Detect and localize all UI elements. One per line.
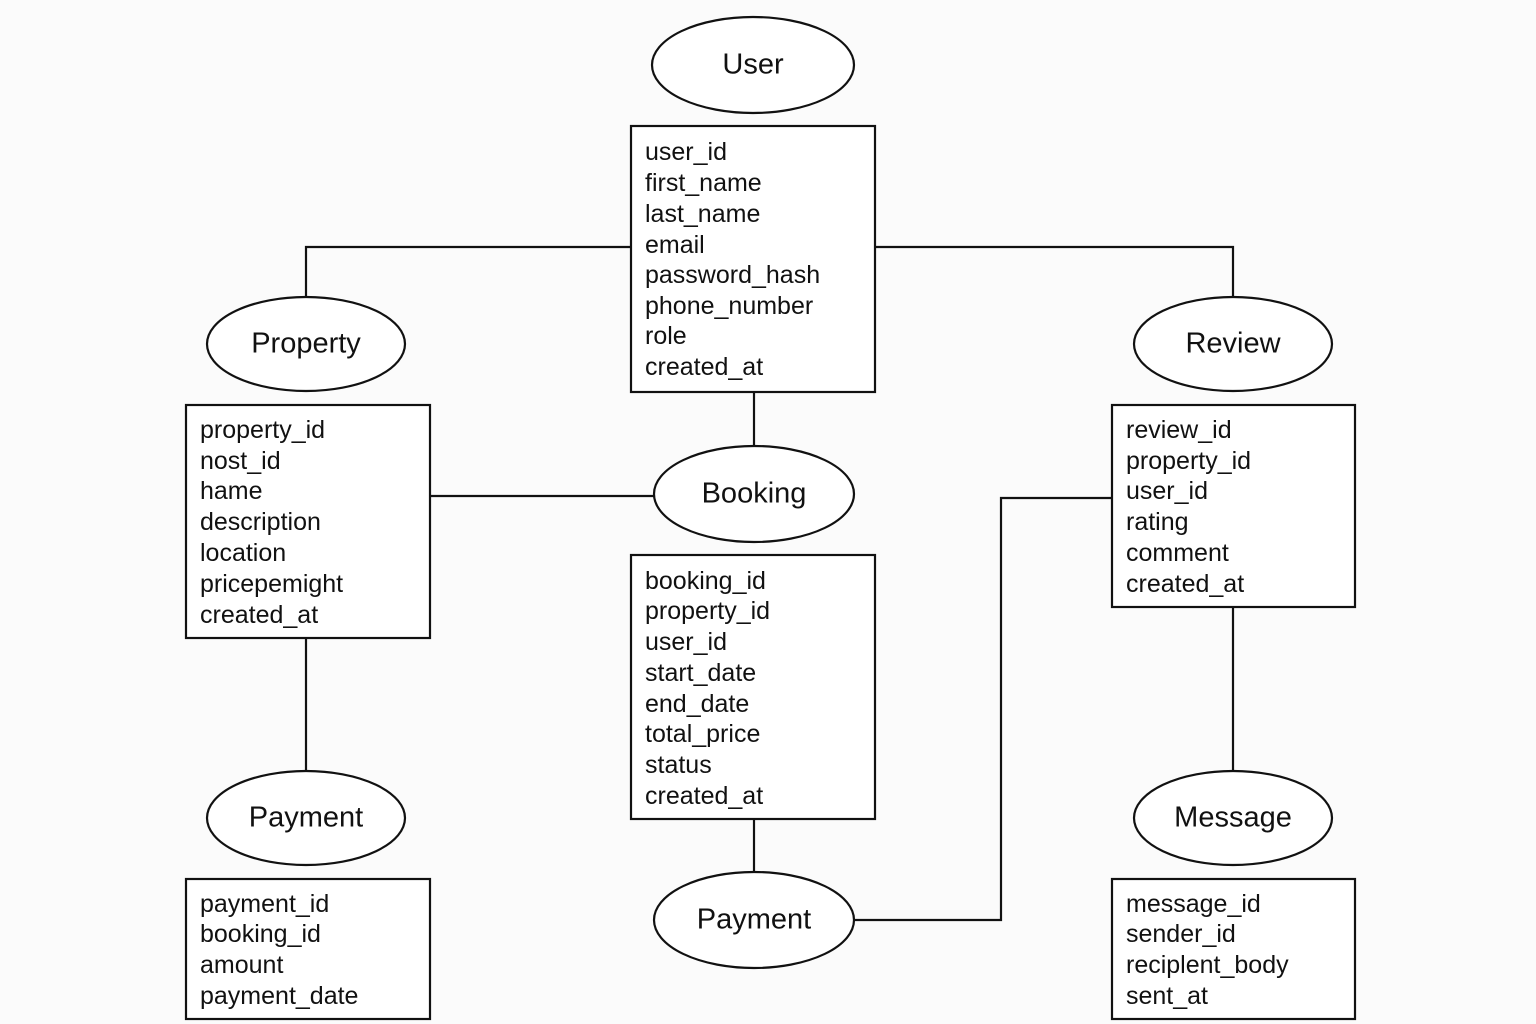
attribute: sender_id (1126, 920, 1236, 948)
attribute-list: property_id nost_id hame description loc… (200, 416, 343, 629)
entity-ellipse (1132, 295, 1334, 393)
entity-title: Review (1185, 328, 1281, 360)
entity-payment-center: Payment (652, 870, 856, 970)
attribute-list: message_id sender_id reciplent_body sent… (1126, 890, 1289, 1010)
attribute: hame (200, 477, 263, 505)
attribute: last_name (645, 200, 760, 228)
attribute: pricepemight (200, 570, 343, 598)
attribute: status (645, 751, 712, 779)
entity-title: Payment (249, 802, 363, 834)
attribute: reciplent_body (1126, 951, 1289, 979)
entity-title: Payment (697, 904, 811, 936)
entity-payment-left: Payment payment_id booking_id amount pay… (184, 769, 432, 1021)
attribute: created_at (645, 353, 763, 381)
attribute: start_date (645, 659, 756, 687)
attribute: role (645, 322, 687, 350)
attribute: property_id (645, 597, 770, 625)
attribute: amount (200, 951, 283, 979)
entity-property: Property property_id nost_id hame descri… (184, 295, 432, 640)
attribute: description (200, 508, 321, 536)
attribute: location (200, 539, 286, 567)
attribute-box (1110, 877, 1357, 1021)
attribute: created_at (1126, 570, 1244, 598)
attribute: user_id (645, 138, 727, 166)
entity-title: Booking (702, 478, 807, 510)
entity-ellipse (652, 870, 856, 970)
attribute: end_date (645, 690, 749, 718)
attribute: nost_id (200, 447, 281, 475)
attribute: payment_id (200, 890, 329, 918)
attribute-list: payment_id booking_id amount payment_dat… (200, 890, 358, 1010)
attribute: comment (1126, 539, 1229, 567)
attribute-box (629, 553, 877, 821)
entity-title: User (722, 49, 784, 81)
attribute: payment_date (200, 982, 358, 1010)
attribute: user_id (645, 628, 727, 656)
attribute: email (645, 231, 705, 259)
attribute: sent_at (1126, 982, 1208, 1010)
attribute: first_name (645, 169, 762, 197)
attribute: review_id (1126, 416, 1232, 444)
attribute-box (1110, 403, 1357, 609)
attribute: property_id (200, 416, 325, 444)
entity-ellipse (1132, 769, 1334, 867)
attribute: message_id (1126, 890, 1261, 918)
entity-title: Message (1174, 802, 1292, 834)
entity-booking: Booking booking_id property_id user_id s… (629, 444, 877, 821)
entity-ellipse (205, 295, 407, 393)
attribute-box (184, 877, 432, 1021)
attribute-list: booking_id property_id user_id start_dat… (645, 567, 770, 810)
attribute: booking_id (200, 920, 321, 948)
attribute: created_at (200, 601, 318, 629)
attribute: booking_id (645, 567, 766, 595)
connectors (304, 245, 1235, 922)
connector-user-property (304, 245, 631, 297)
entity-ellipse (650, 15, 856, 115)
attribute: property_id (1126, 447, 1251, 475)
entity-ellipse (205, 769, 407, 867)
attribute: rating (1126, 508, 1189, 536)
attribute: total_price (645, 720, 760, 748)
entity-user: User user_id first_name last_name email … (629, 15, 877, 394)
connector-user-review (875, 245, 1235, 297)
connector-payment-review (853, 496, 1112, 922)
attribute-list: user_id first_name last_name email passw… (645, 138, 820, 381)
entity-ellipse (652, 444, 856, 544)
attribute: password_hash (645, 261, 820, 289)
attribute-box (629, 124, 877, 394)
attribute-list: review_id property_id user_id rating com… (1126, 416, 1251, 598)
entity-title: Property (251, 328, 361, 360)
attribute: phone_number (645, 292, 813, 320)
entity-message: Message message_id sender_id reciplent_b… (1110, 769, 1357, 1021)
attribute: created_at (645, 782, 763, 810)
attribute: user_id (1126, 477, 1208, 505)
attribute-box (184, 403, 432, 640)
entity-review: Review review_id property_id user_id rat… (1110, 295, 1357, 609)
